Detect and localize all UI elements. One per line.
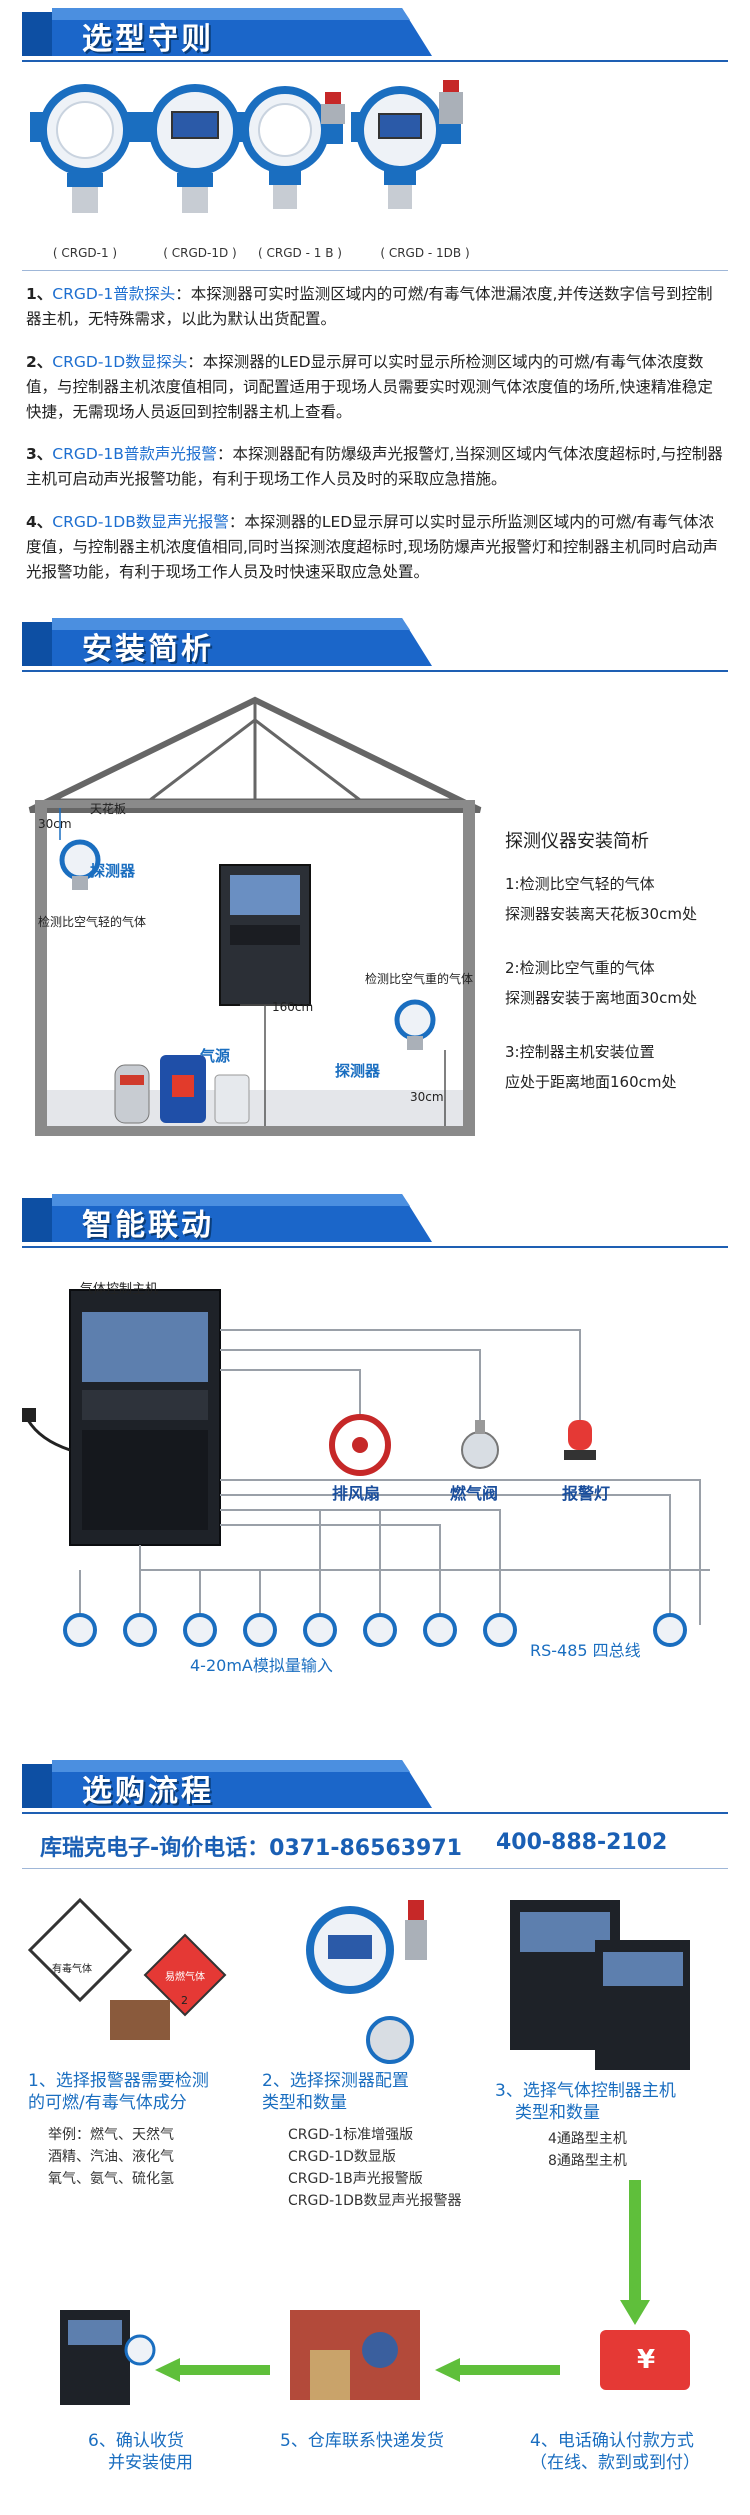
payment-icon: ¥ xyxy=(637,2345,656,2375)
heavy-gas-label: 检测比空气重的气体 xyxy=(365,972,474,986)
product-description: 2、CRGD-1D数显探头：本探测器的LED显示屏可以实时显示所检测区域内的可燃… xyxy=(26,353,713,421)
section-title-purchase: 选购流程 xyxy=(82,1774,214,1809)
section-title-linkage: 智能联动 xyxy=(82,1208,214,1243)
section-title-selection: 选型守则 xyxy=(82,22,214,57)
rs485-label: RS-485 四总线 xyxy=(530,1641,641,1660)
host-label: 气体控制主机 xyxy=(80,1282,159,1297)
product-caption: ( CRGD - 1DB ) xyxy=(380,246,470,260)
linkage-diagram xyxy=(22,1289,710,1647)
install-item-a: 3:控制器主机安装位置 xyxy=(505,1043,655,1061)
install-notes-title: 探测仪器安装简析 xyxy=(505,831,649,852)
product-crgd-1b-image xyxy=(225,70,375,270)
hazard-toxic-label: 有毒气体 xyxy=(52,1964,92,1975)
section-banner-install: 安装简析 xyxy=(22,614,452,670)
step-2-title: 2、选择探测器配置类型和数量 xyxy=(262,2071,409,2113)
install-item-b: 探测器安装于离地面30cm处 xyxy=(505,989,697,1007)
install-item-b: 应处于距离地面160cm处 xyxy=(505,1073,677,1091)
ceiling-label: 天花板 xyxy=(90,802,127,816)
product-description: 3、CRGD-1B普款声光报警：本探测器配有防爆级声光报警灯,当探测区域内气体浓… xyxy=(26,445,723,488)
step-4-title: 4、电话确认付款方式（在线、款到或到付） xyxy=(530,2431,700,2473)
section-banner-selection: 选型守则 xyxy=(22,4,452,60)
divider xyxy=(22,670,728,672)
distance-top-label: 30cm xyxy=(38,817,72,831)
house-diagram xyxy=(28,696,482,1136)
gas-source-label: 气源 xyxy=(200,1047,231,1065)
product-caption: ( CRGD-1 ) xyxy=(52,246,118,260)
product-caption: ( CRGD-1D ) xyxy=(163,246,237,260)
divider xyxy=(22,1868,728,1869)
step-6-title: 6、确认收货并安装使用 xyxy=(88,2431,193,2473)
divider xyxy=(22,270,728,271)
purchase-flow-diagram xyxy=(27,1897,690,2405)
product-description: 1、CRGD-1普款探头：本探测器可实时监测区域内的可燃/有毒气体泄漏浓度,并传… xyxy=(26,285,713,328)
alarm-label: 报警灯 xyxy=(562,1484,611,1503)
analog-input-label: 4-20mA模拟量输入 xyxy=(190,1656,333,1675)
distance-bottom-label: 30cm xyxy=(410,1090,444,1104)
hotline-number: 400-888-2102 xyxy=(496,1830,668,1855)
hazard-flammable-label: 易燃气体 xyxy=(165,1972,205,1983)
inquiry-phone: 库瑞克电子-询价电话：0371-86563971 xyxy=(40,1836,462,1861)
divider xyxy=(22,1812,728,1814)
install-item-a: 2:检测比空气重的气体 xyxy=(505,959,655,977)
section-banner-linkage: 智能联动 xyxy=(22,1190,452,1246)
product-description: 4、CRGD-1DB数显声光报警：本探测器的LED显示屏可以实时显示所监测区域内… xyxy=(26,513,718,581)
fan-label: 排风扇 xyxy=(332,1484,381,1503)
section-banner-purchase: 选购流程 xyxy=(22,1756,452,1812)
divider xyxy=(22,60,728,62)
section-title-install: 安装简析 xyxy=(82,632,214,667)
product-crgd-1-image xyxy=(10,70,160,270)
install-item-b: 探测器安装离天花板30cm处 xyxy=(505,905,697,923)
light-gas-label: 检测比空气轻的气体 xyxy=(38,915,147,929)
install-notes: 探测仪器安装简析 1:检测比空气轻的气体 探测器安装离天花板30cm处 2:检测… xyxy=(505,830,697,1094)
product-crgd-1db-image xyxy=(345,70,495,270)
product-caption: ( CRGD - 1 B ) xyxy=(258,246,342,260)
detector-label-top: 探测器 xyxy=(90,862,136,880)
install-item-a: 1:检测比空气轻的气体 xyxy=(505,875,655,893)
valve-label: 燃气阀 xyxy=(450,1484,499,1503)
divider xyxy=(22,1246,728,1248)
detector-label-bottom: 探测器 xyxy=(335,1062,381,1080)
step-1-body: 举例：燃气、天然气酒精、汽油、液化气氧气、氨气、硫化氢 xyxy=(48,2127,174,2187)
step-3-title: 3、选择气体控制器主机类型和数量 xyxy=(495,2081,676,2123)
hazard-number: 2 xyxy=(181,1994,188,2007)
step-1-title: 1、选择报警器需要检测的可燃/有毒气体成分 xyxy=(28,2071,209,2113)
step-5-title: 5、仓库联系快递发货 xyxy=(280,2431,444,2451)
distance-160-label: 160cm xyxy=(272,1000,314,1014)
